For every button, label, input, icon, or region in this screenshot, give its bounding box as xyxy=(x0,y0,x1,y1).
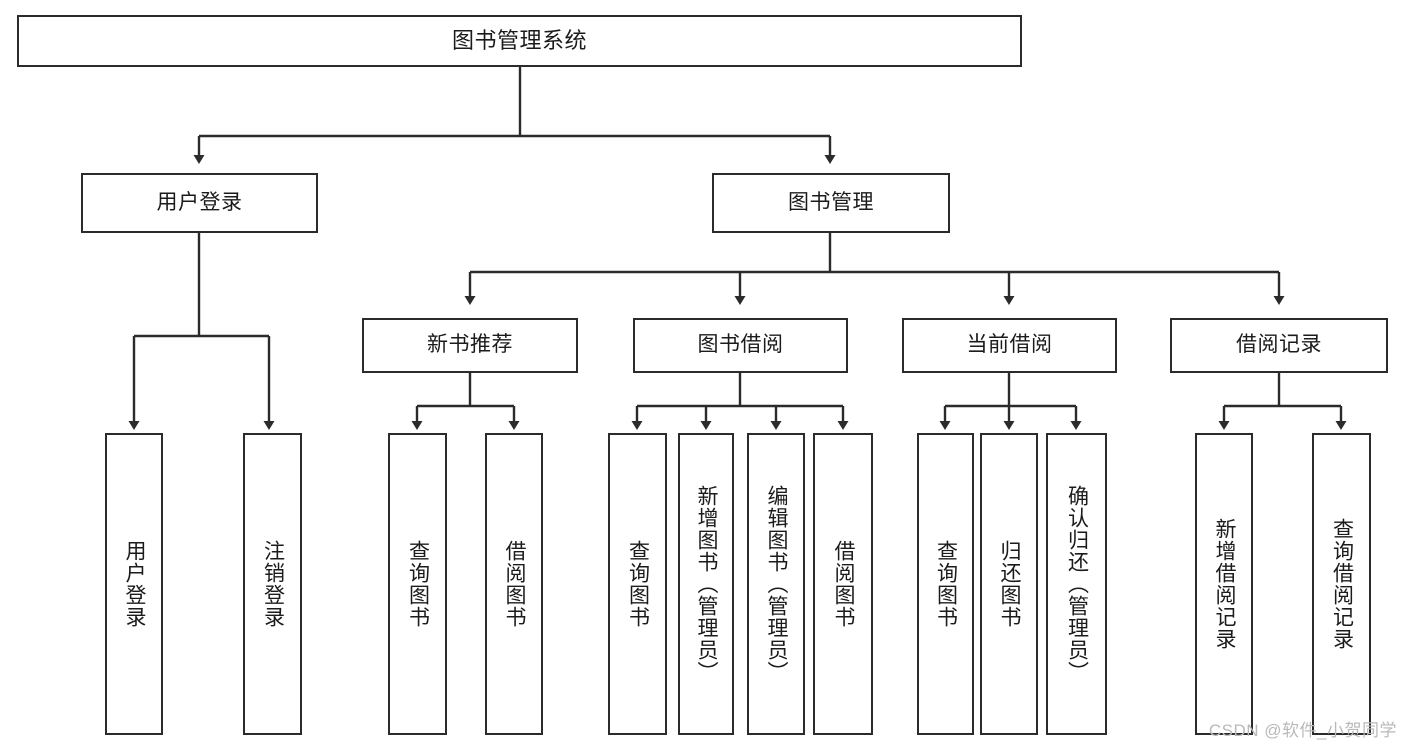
node-current-borrow-label: 当前借阅 xyxy=(966,333,1053,357)
node-leaf-query-book-2-label: 查询图书 xyxy=(626,540,650,628)
node-leaf-edit-book[interactable]: 编辑图书（管理员） xyxy=(747,433,805,735)
node-leaf-confirm-return-label: 确认归还（管理员） xyxy=(1065,485,1089,683)
node-user-login[interactable]: 用户登录 xyxy=(81,173,318,233)
node-borrow-record[interactable]: 借阅记录 xyxy=(1170,318,1388,373)
node-leaf-edit-book-label: 编辑图书（管理员） xyxy=(764,485,788,683)
node-user-login-label: 用户登录 xyxy=(156,190,243,214)
node-leaf-query-book-2[interactable]: 查询图书 xyxy=(608,433,667,735)
node-new-book-recommend[interactable]: 新书推荐 xyxy=(362,318,578,373)
node-leaf-confirm-return[interactable]: 确认归还（管理员） xyxy=(1046,433,1107,735)
node-leaf-borrow-book-2-label: 借阅图书 xyxy=(831,540,855,628)
node-leaf-user-login[interactable]: 用户登录 xyxy=(105,433,163,735)
node-book-management[interactable]: 图书管理 xyxy=(712,173,950,233)
node-leaf-add-book-label: 新增图书（管理员） xyxy=(694,485,718,683)
node-root-label: 图书管理系统 xyxy=(451,28,587,54)
node-leaf-query-book-3-label: 查询图书 xyxy=(934,540,958,628)
node-leaf-add-book[interactable]: 新增图书（管理员） xyxy=(678,433,734,735)
node-borrow-record-label: 借阅记录 xyxy=(1236,333,1322,357)
node-leaf-query-record[interactable]: 查询借阅记录 xyxy=(1312,433,1371,735)
node-book-management-label: 图书管理 xyxy=(788,190,874,214)
node-root[interactable]: 图书管理系统 xyxy=(17,15,1022,67)
node-leaf-borrow-book-1[interactable]: 借阅图书 xyxy=(485,433,543,735)
node-leaf-add-record[interactable]: 新增借阅记录 xyxy=(1195,433,1253,735)
node-leaf-user-login-label: 用户登录 xyxy=(122,540,146,628)
node-book-borrow[interactable]: 图书借阅 xyxy=(633,318,848,373)
node-leaf-query-record-label: 查询借阅记录 xyxy=(1330,518,1354,650)
node-leaf-query-book-1-label: 查询图书 xyxy=(406,540,430,628)
node-leaf-query-book-1[interactable]: 查询图书 xyxy=(388,433,447,735)
node-leaf-add-record-label: 新增借阅记录 xyxy=(1212,518,1236,650)
node-current-borrow[interactable]: 当前借阅 xyxy=(902,318,1117,373)
node-leaf-borrow-book-2[interactable]: 借阅图书 xyxy=(813,433,873,735)
node-new-book-recommend-label: 新书推荐 xyxy=(427,333,513,357)
node-leaf-query-book-3[interactable]: 查询图书 xyxy=(917,433,974,735)
node-leaf-borrow-book-1-label: 借阅图书 xyxy=(502,540,526,628)
node-leaf-return-book-label: 归还图书 xyxy=(997,540,1021,628)
node-book-borrow-label: 图书借阅 xyxy=(697,333,784,357)
node-leaf-logout-login[interactable]: 注销登录 xyxy=(243,433,302,735)
node-leaf-logout-login-label: 注销登录 xyxy=(261,540,285,628)
node-leaf-return-book[interactable]: 归还图书 xyxy=(980,433,1038,735)
